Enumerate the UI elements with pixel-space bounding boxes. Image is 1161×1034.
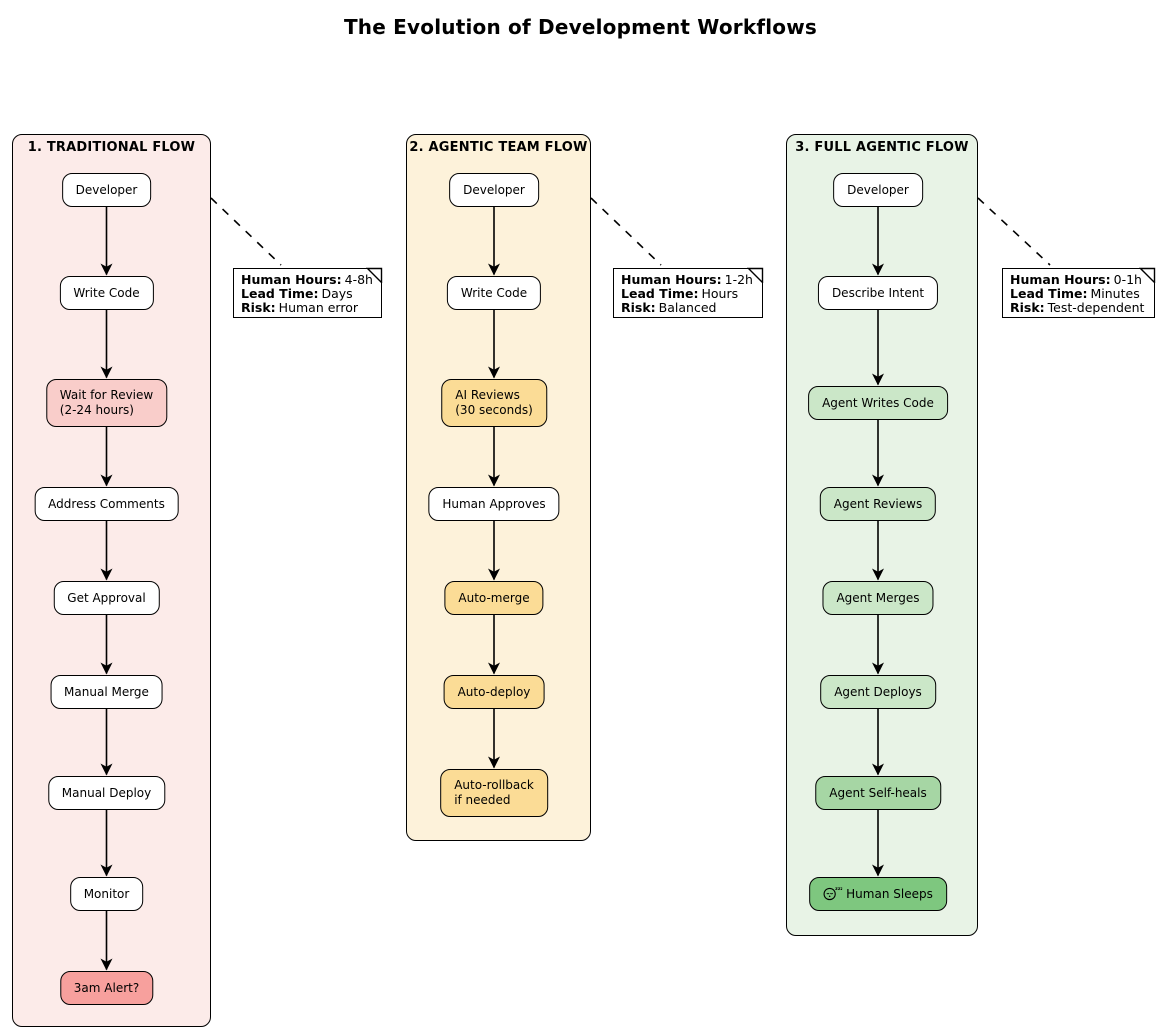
- note-line: Lead Time:Minutes: [1010, 287, 1147, 301]
- note-line: Human Hours:4-8h: [241, 273, 374, 287]
- note-field-label: Lead Time:: [241, 286, 319, 301]
- node-label: Agent Self-heals: [829, 785, 927, 800]
- node-write-code: Write Code: [59, 276, 154, 310]
- note-field-value: Human error: [278, 300, 358, 315]
- node-developer: Developer: [833, 173, 923, 207]
- node-label: Monitor: [83, 886, 130, 901]
- node-developer: Developer: [449, 173, 539, 207]
- node-developer: Developer: [61, 173, 152, 207]
- note-field-value: 4-8h: [344, 272, 373, 287]
- node-label: Auto-deploy: [457, 684, 531, 699]
- node-label: if needed: [454, 793, 511, 807]
- node-agent-self-heals: Agent Self-heals: [815, 776, 941, 810]
- node-label: Human Approves: [442, 496, 546, 511]
- node-label: Address Comments: [48, 496, 165, 511]
- node-label: Write Code: [73, 285, 140, 300]
- folded-corner-icon: [746, 266, 764, 286]
- note-line: Human Hours:0-1h: [1010, 273, 1147, 287]
- note-connector-dashed-line: [590, 197, 662, 266]
- node-human-sleeps: zzz Human Sleeps: [809, 877, 947, 911]
- node-wait-for-review-2-24-hours: Wait for Review(2-24 hours): [45, 379, 168, 427]
- node-label: Human Sleeps: [846, 886, 933, 901]
- note-connector-dashed-line: [210, 197, 282, 266]
- node-label: Auto-merge: [458, 590, 530, 605]
- note-connector-dashed-line: [977, 197, 1051, 266]
- node-auto-merge: Auto-merge: [444, 581, 544, 615]
- node-write-code: Write Code: [446, 276, 542, 310]
- node-label: (2-24 hours): [59, 403, 134, 417]
- note-field-label: Human Hours:: [1010, 272, 1111, 287]
- node-agent-writes-code: Agent Writes Code: [808, 386, 948, 420]
- note-field-label: Risk:: [1010, 300, 1045, 315]
- node-label: Agent Merges: [836, 590, 920, 605]
- note-field-value: Minutes: [1090, 286, 1140, 301]
- note-field-label: Risk:: [621, 300, 656, 315]
- node-label: Wait for Review: [59, 388, 154, 402]
- sleeping-face-icon: zzz: [823, 885, 842, 901]
- flow-container-title: 3. FULL AGENTIC FLOW: [795, 140, 969, 155]
- note-line: Lead Time:Days: [241, 287, 374, 301]
- node-agent-deploys: Agent Deploys: [820, 675, 936, 709]
- node-label: Manual Merge: [64, 684, 149, 699]
- note-field-label: Human Hours:: [621, 272, 722, 287]
- note-line: Risk:Balanced: [621, 301, 755, 315]
- note-field-label: Lead Time:: [1010, 286, 1088, 301]
- flow-container-title: 2. AGENTIC TEAM FLOW: [409, 140, 588, 155]
- node-label: Developer: [847, 182, 909, 197]
- svg-text:zzz: zzz: [835, 887, 842, 892]
- node-label: Agent Reviews: [833, 496, 923, 511]
- note-field-value: 0-1h: [1113, 272, 1142, 287]
- node-label: Developer: [75, 182, 138, 197]
- node-describe-intent: Describe Intent: [817, 276, 939, 310]
- note-line: Risk:Human error: [241, 301, 374, 315]
- node-label: 3am Alert?: [73, 980, 140, 995]
- note-field-value: Test-dependent: [1047, 300, 1145, 315]
- node-get-approval: Get Approval: [53, 581, 160, 615]
- note-field-value: Hours: [701, 286, 739, 301]
- note-line: Lead Time:Hours: [621, 287, 755, 301]
- node-label: Manual Deploy: [61, 785, 152, 800]
- note-field-label: Human Hours:: [241, 272, 342, 287]
- flow-container-3-full-agentic-flow: 3. FULL AGENTIC FLOW: [786, 134, 978, 936]
- note-field-value: Days: [321, 286, 353, 301]
- note-line: Human Hours:1-2h: [621, 273, 755, 287]
- node-3am-alert: 3am Alert?: [59, 971, 154, 1005]
- node-ai-reviews-30-seconds: AI Reviews(30 seconds): [441, 379, 547, 427]
- note-field-value: Balanced: [658, 300, 717, 315]
- node-manual-deploy: Manual Deploy: [47, 776, 166, 810]
- node-label: Agent Writes Code: [822, 395, 934, 410]
- note-field-label: Lead Time:: [621, 286, 699, 301]
- node-label: AI Reviews: [455, 388, 520, 402]
- node-human-approves: Human Approves: [428, 487, 560, 521]
- note-field-value: 1-2h: [724, 272, 753, 287]
- node-label: Auto-rollback: [454, 778, 534, 792]
- node-label: Agent Deploys: [834, 684, 922, 699]
- node-label: (30 seconds): [455, 403, 533, 417]
- folded-corner-icon: [365, 266, 383, 286]
- diagram-title: The Evolution of Development Workflows: [343, 15, 818, 39]
- node-manual-merge: Manual Merge: [50, 675, 163, 709]
- node-auto-deploy: Auto-deploy: [443, 675, 545, 709]
- flow-container-title: 1. TRADITIONAL FLOW: [27, 140, 196, 155]
- folded-corner-icon: [1138, 266, 1156, 286]
- node-label: Write Code: [460, 285, 528, 300]
- node-label: Developer: [463, 182, 525, 197]
- node-address-comments: Address Comments: [34, 487, 179, 521]
- node-agent-reviews: Agent Reviews: [819, 487, 937, 521]
- note-field-label: Risk:: [241, 300, 276, 315]
- node-label: Get Approval: [67, 590, 146, 605]
- node-agent-merges: Agent Merges: [822, 581, 934, 615]
- note-line: Risk:Test-dependent: [1010, 301, 1147, 315]
- node-label: Describe Intent: [831, 285, 925, 300]
- node-monitor: Monitor: [69, 877, 144, 911]
